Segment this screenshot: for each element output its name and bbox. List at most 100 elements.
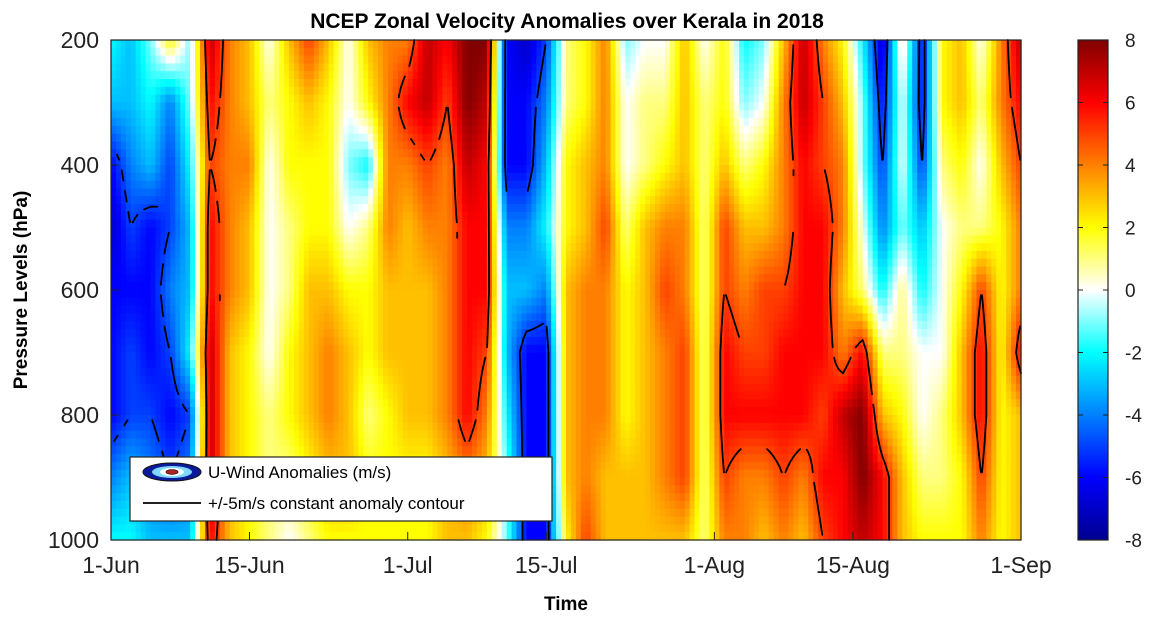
heatmap-cell bbox=[472, 235, 478, 244]
heatmap-cell bbox=[902, 196, 908, 205]
heatmap-cell bbox=[803, 227, 809, 236]
heatmap-cell bbox=[620, 219, 626, 229]
heatmap-cell bbox=[452, 94, 458, 104]
heatmap-cell bbox=[125, 133, 132, 143]
heatmap-cell bbox=[966, 141, 973, 150]
heatmap-cell bbox=[803, 118, 809, 127]
heatmap-cell bbox=[857, 211, 864, 221]
heatmap-cell bbox=[284, 165, 290, 174]
heatmap-cell bbox=[753, 63, 760, 72]
heatmap-cell bbox=[219, 110, 226, 119]
heatmap-cell bbox=[931, 157, 938, 166]
heatmap-cell bbox=[412, 102, 419, 111]
heatmap-cell bbox=[486, 196, 493, 205]
heatmap-cell bbox=[373, 211, 379, 221]
heatmap-cell bbox=[714, 141, 720, 150]
heatmap-cell bbox=[823, 55, 829, 65]
heatmap-cell bbox=[664, 211, 671, 221]
heatmap-cell bbox=[165, 118, 171, 127]
heatmap-cell bbox=[585, 235, 592, 244]
heatmap-cell bbox=[190, 118, 196, 127]
heatmap-cell bbox=[526, 141, 532, 150]
heatmap-cell bbox=[546, 243, 552, 252]
heatmap-cell bbox=[170, 110, 176, 119]
heatmap-cell bbox=[452, 243, 458, 252]
heatmap-cell bbox=[145, 110, 152, 119]
heatmap-cell bbox=[566, 188, 572, 197]
heatmap-cell bbox=[655, 196, 661, 205]
heatmap-cell bbox=[531, 110, 537, 119]
heatmap-cell bbox=[610, 204, 617, 213]
heatmap-cell bbox=[640, 47, 646, 57]
heatmap-cell bbox=[966, 180, 973, 190]
heatmap-cell bbox=[996, 110, 1002, 119]
heatmap-cell bbox=[778, 165, 785, 174]
heatmap-cell bbox=[961, 188, 968, 197]
heatmap-cell bbox=[229, 188, 236, 197]
heatmap-cell bbox=[566, 235, 572, 244]
heatmap-cell bbox=[748, 141, 755, 150]
heatmap-cell bbox=[734, 204, 740, 213]
heatmap-cell bbox=[200, 196, 206, 205]
heatmap-cell bbox=[546, 235, 552, 244]
heatmap-cell bbox=[981, 102, 987, 111]
heatmap-cell bbox=[481, 79, 488, 88]
heatmap-cell bbox=[931, 71, 938, 80]
heatmap-cell bbox=[882, 63, 889, 72]
heatmap-cell bbox=[635, 102, 641, 111]
heatmap-cell bbox=[368, 180, 374, 190]
heatmap-cell bbox=[115, 94, 122, 104]
heatmap-cell bbox=[289, 125, 295, 135]
heatmap-cell bbox=[590, 71, 597, 80]
heatmap-cell bbox=[318, 102, 325, 111]
heatmap-cell bbox=[1001, 243, 1007, 252]
heatmap-cell bbox=[966, 227, 973, 236]
heatmap-cell bbox=[244, 47, 251, 57]
heatmap-cell bbox=[635, 211, 641, 221]
heatmap-cell bbox=[956, 94, 963, 104]
heatmap-cell bbox=[808, 141, 814, 150]
heatmap-cell bbox=[951, 86, 958, 96]
heatmap-cell bbox=[229, 110, 236, 119]
heatmap-cell bbox=[946, 211, 953, 221]
heatmap-cell bbox=[922, 133, 928, 143]
heatmap-cell bbox=[155, 79, 162, 88]
heatmap-cell bbox=[758, 211, 765, 221]
heatmap-cell bbox=[907, 63, 913, 72]
heatmap-cell bbox=[971, 55, 978, 65]
heatmap-cell bbox=[714, 133, 720, 143]
heatmap-cell bbox=[145, 94, 152, 104]
heatmap-cell bbox=[842, 110, 849, 119]
heatmap-cell bbox=[684, 125, 691, 135]
heatmap-cell bbox=[852, 188, 859, 197]
heatmap-cell bbox=[976, 157, 983, 166]
heatmap-cell bbox=[620, 149, 626, 158]
heatmap-cell bbox=[1016, 211, 1022, 221]
heatmap-cell bbox=[219, 243, 226, 252]
heatmap-cell bbox=[506, 243, 513, 252]
heatmap-cell bbox=[709, 149, 715, 158]
heatmap-cell bbox=[432, 55, 439, 65]
heatmap-cell bbox=[778, 204, 785, 213]
heatmap-cell bbox=[333, 219, 340, 229]
heatmap-cell bbox=[412, 47, 419, 57]
heatmap-cell bbox=[130, 86, 137, 96]
heatmap-cell bbox=[293, 235, 300, 244]
heatmap-cell bbox=[773, 40, 780, 49]
heatmap-cell bbox=[605, 40, 612, 49]
heatmap-cell bbox=[561, 157, 567, 166]
heatmap-cell bbox=[585, 133, 592, 143]
heatmap-cell bbox=[397, 235, 404, 244]
heatmap-cell bbox=[115, 165, 122, 174]
heatmap-cell bbox=[659, 63, 666, 72]
heatmap-cell bbox=[659, 219, 666, 229]
heatmap-cell bbox=[575, 204, 582, 213]
heatmap-cell bbox=[313, 243, 320, 252]
heatmap-cell bbox=[689, 180, 696, 190]
heatmap-cell bbox=[902, 141, 908, 150]
heatmap-cell bbox=[748, 219, 755, 229]
heatmap-cell bbox=[640, 133, 646, 143]
heatmap-cell bbox=[635, 204, 641, 213]
heatmap-cell bbox=[936, 79, 943, 88]
heatmap-cell bbox=[531, 235, 537, 244]
